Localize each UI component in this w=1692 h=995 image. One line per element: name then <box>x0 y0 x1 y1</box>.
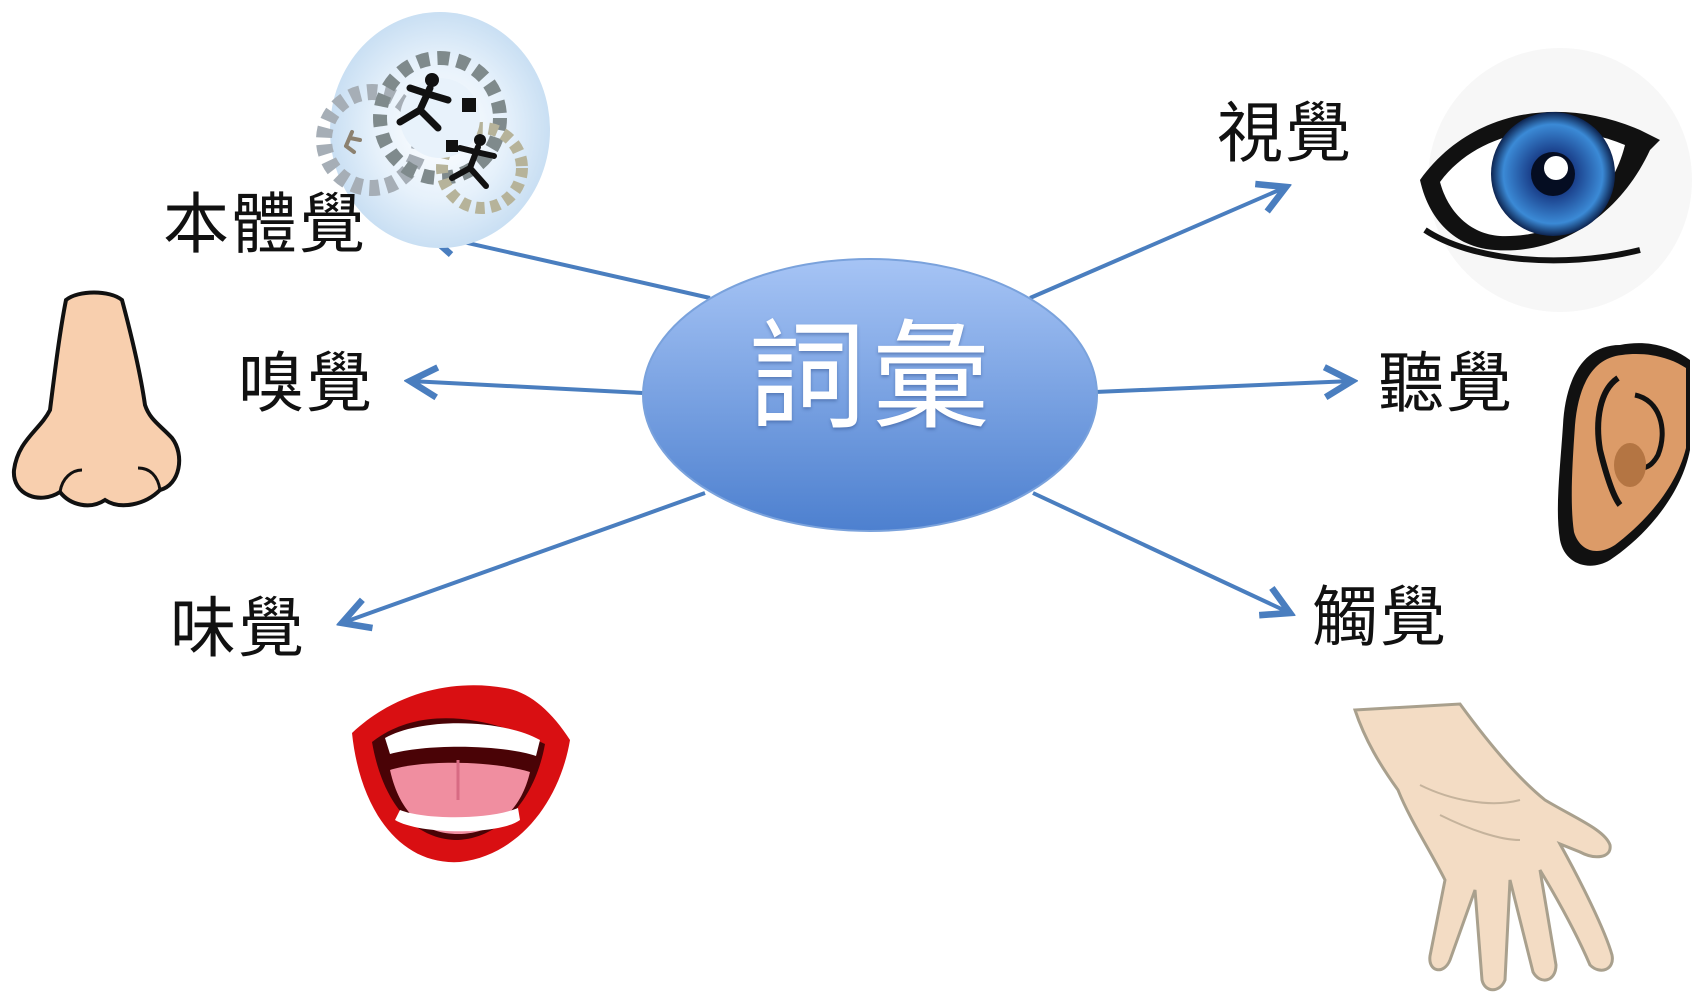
label-smell: 嗅覺 <box>238 345 374 422</box>
arrow-to-smell <box>410 381 644 393</box>
nose-icon <box>11 290 182 508</box>
arrow-to-touch <box>1032 491 1290 613</box>
hand-icon <box>1352 702 1614 992</box>
label-hearing: 聽覺 <box>1378 345 1514 422</box>
eye-icon <box>1420 48 1692 312</box>
arrows <box>342 187 1352 623</box>
arrow-to-vision <box>1029 187 1286 300</box>
arrow-to-proprioception <box>428 234 711 300</box>
arrow-to-hearing <box>1094 381 1352 392</box>
center-label: 詞彙 <box>747 308 996 446</box>
arrow-to-taste <box>342 491 706 623</box>
center-ellipse <box>642 258 1098 532</box>
mouth-icon <box>352 685 570 863</box>
label-taste: 味覺 <box>170 590 306 667</box>
running-businessmen-gears-icon <box>316 12 550 248</box>
label-vision: 視覺 <box>1217 95 1353 172</box>
label-touch: 觸覺 <box>1312 579 1448 656</box>
ear-icon <box>1557 343 1690 566</box>
label-proprioception: 本體覺 <box>163 186 367 263</box>
